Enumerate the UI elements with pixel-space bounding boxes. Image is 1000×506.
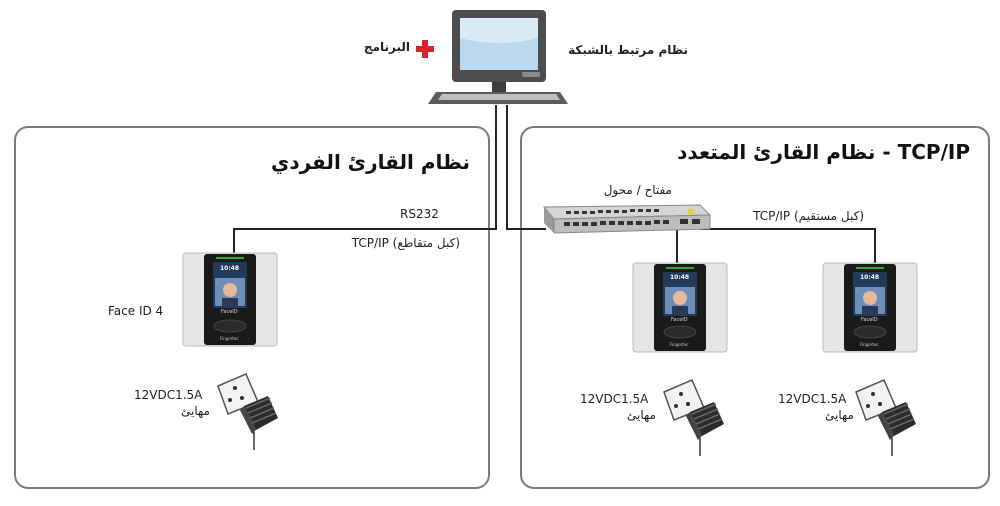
power-adapter-icon: [217, 373, 278, 450]
power-spec: 12VDC1.5A: [778, 392, 847, 406]
device-brand: FaceID: [221, 309, 238, 315]
computer-icon: [428, 10, 568, 104]
power-adapter-icon: [663, 379, 724, 456]
multi-reader-title: TCP/IP - نظام القارئ المتعدد: [677, 140, 970, 164]
rs232-label: RS232: [400, 207, 439, 221]
device-maker: Fingertec: [220, 336, 239, 341]
face-id-device-label: Face ID 4: [108, 304, 164, 318]
device-maker: Fingertec: [670, 342, 689, 347]
software-label: البرنامج: [363, 40, 410, 54]
adapter-label: مهايئ: [181, 404, 210, 418]
adapter-label: مهايئ: [825, 408, 854, 422]
face-reader-device: 10:48 FaceID Fingertec: [822, 262, 918, 358]
network-cable: [506, 105, 508, 229]
crossover-cable: [233, 228, 497, 230]
network-system-label: نظام مرتبط بالشبكة: [568, 43, 688, 57]
network-cable: [495, 105, 497, 230]
power-adapter-icon: [855, 379, 916, 456]
device-brand: FaceID: [671, 317, 688, 323]
device-time: 10:48: [220, 265, 240, 272]
face-reader-body: [182, 252, 278, 347]
device-time: 10:48: [670, 274, 690, 281]
face-reader-device: 10:48 FaceID Fingertec: [182, 252, 278, 352]
adapter-label: مهايئ: [627, 408, 656, 422]
straight-cable: [874, 228, 876, 264]
face-reader-body: [822, 262, 918, 353]
face-reader-body: [632, 262, 728, 353]
device-time: 10:48: [860, 274, 880, 281]
crossover-cable-label: TCP/IP (كبل متقاطع): [351, 236, 460, 250]
face-reader-device: 10:48 FaceID Fingertec: [632, 262, 728, 358]
network-cable: [506, 228, 546, 230]
device-brand: FaceID: [861, 317, 878, 323]
straight-cable: [676, 228, 678, 264]
add-software-icon: [416, 40, 434, 58]
switch-label: مفتاح / محول: [603, 183, 672, 197]
power-spec: 12VDC1.5A: [580, 392, 649, 406]
power-spec: 12VDC1.5A: [134, 388, 203, 402]
crossover-cable: [233, 228, 235, 254]
straight-cable: [700, 228, 876, 230]
single-reader-title: نظام القارئ الفردي: [271, 150, 470, 174]
device-maker: Fingertec: [860, 342, 879, 347]
network-switch-icon: [542, 204, 712, 234]
straight-cable-label: TCP/IP (كبل مستقيم): [753, 209, 864, 223]
